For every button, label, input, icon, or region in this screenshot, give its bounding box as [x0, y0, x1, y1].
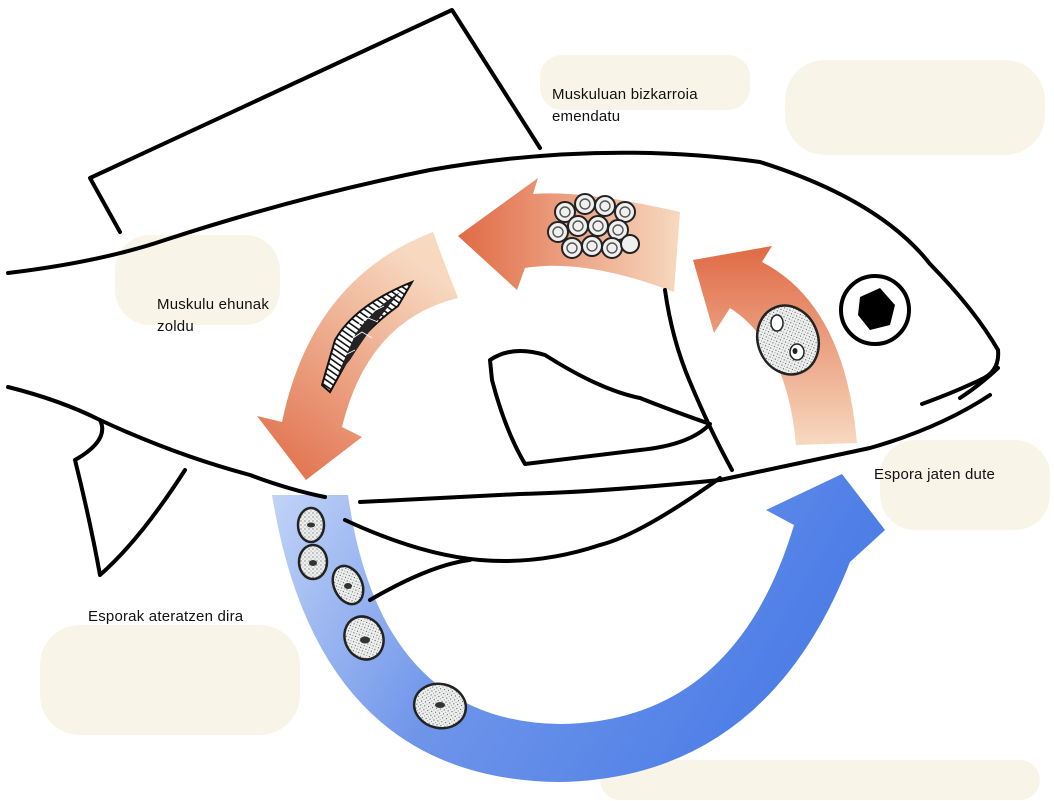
label-line-1: Espora jaten dute	[874, 464, 995, 486]
spore-2	[299, 545, 327, 579]
label-line-2: zoldu	[157, 316, 269, 338]
label-line-2: emendatu	[552, 106, 698, 128]
label-line-1: Muskulu ehunak	[157, 294, 269, 316]
label-parasite-grows-in-muscle: Muskuluan bizkarroia emendatu	[552, 84, 698, 128]
label-spores-released: Esporak ateratzen dira	[88, 606, 243, 628]
spore-1	[298, 508, 324, 542]
label-spore-eaten: Espora jaten dute	[874, 464, 995, 486]
label-line-1: Esporak ateratzen dira	[88, 606, 243, 628]
label-muscle-tissue-rots: Muskulu ehunak zoldu	[157, 294, 269, 338]
orange-arrow-left	[257, 232, 458, 480]
spore-cluster	[548, 194, 639, 258]
fish-eye	[841, 276, 909, 344]
background-patches	[40, 55, 1050, 800]
label-line-1: Muskuluan bizkarroia	[552, 84, 698, 106]
orange-arrow-top	[458, 178, 680, 292]
